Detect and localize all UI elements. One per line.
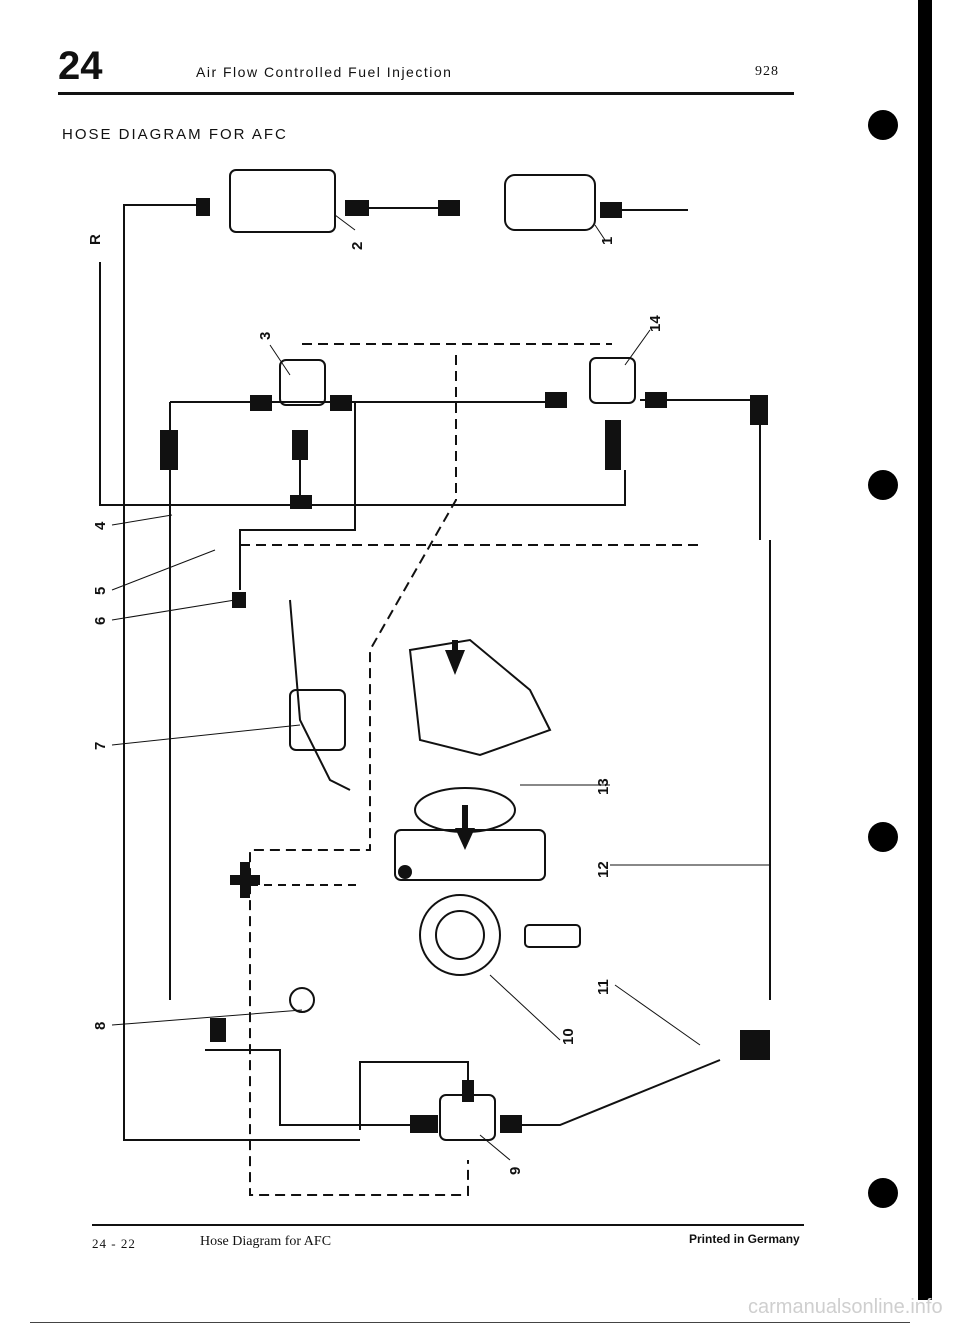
footer-rule <box>92 1224 804 1226</box>
temperature-sensor <box>289 987 315 1013</box>
callout-1: 1 <box>599 237 616 245</box>
header-rule <box>58 92 794 95</box>
callout-10: 10 <box>560 1028 577 1045</box>
printed-in: Printed in Germany <box>689 1232 800 1246</box>
return-line-r <box>99 262 124 506</box>
callout-13: 13 <box>595 778 612 795</box>
callout-14: 14 <box>647 315 664 332</box>
regulator-outlet-line <box>500 1059 721 1126</box>
pressure-regulator-left <box>279 359 326 406</box>
callout-7: 7 <box>92 742 109 750</box>
throttle-body <box>419 894 501 976</box>
fitting-filter-in <box>196 198 210 216</box>
callout-5: 5 <box>92 587 109 595</box>
injector-feed <box>239 402 356 590</box>
binder-hole-1 <box>868 110 898 140</box>
fitting-pump-in <box>600 202 622 218</box>
callout-11: 11 <box>595 979 612 995</box>
vacuum-line-main <box>249 355 469 1196</box>
fitting-right-bottom <box>740 1030 770 1060</box>
cold-start-hose <box>289 599 351 791</box>
callout-2: 2 <box>349 242 366 250</box>
callout-R: R <box>87 234 104 245</box>
model-number: 928 <box>755 64 779 79</box>
fuel-pump-body <box>504 174 596 231</box>
distribution-line <box>124 470 626 506</box>
return-line-left <box>123 204 360 1141</box>
binder-hole-2 <box>868 470 898 500</box>
idle-valve <box>524 924 581 948</box>
chapter-number: 24 <box>58 44 103 88</box>
page-number: 24 - 22 <box>92 1236 136 1251</box>
hose-elbow-left <box>160 430 178 470</box>
fitting-filter-out <box>345 200 369 216</box>
watermark-rule <box>30 1322 910 1323</box>
callout-3: 3 <box>257 332 274 340</box>
binder-hole-3 <box>868 822 898 852</box>
page-edge-bar <box>918 0 932 1300</box>
fuel-filter-body <box>229 169 336 233</box>
callout-9: 9 <box>507 1167 524 1175</box>
callout-6: 6 <box>92 617 109 625</box>
fuel-rail-right <box>640 399 761 540</box>
air-flow-arrow <box>445 650 465 675</box>
chapter-title: Air Flow Controlled Fuel Injection <box>196 64 453 80</box>
aux-air-valve <box>289 689 346 751</box>
hose-elbow-right <box>750 395 768 425</box>
fitting-pump-out <box>438 200 460 216</box>
watermark: carmanualsonline.info <box>748 1296 943 1318</box>
callout-4: 4 <box>92 521 109 530</box>
lower-line <box>205 1049 430 1126</box>
pressure-regulator-right <box>589 357 636 404</box>
callout-12: 12 <box>595 861 612 878</box>
binder-hole-4 <box>868 1178 898 1208</box>
footer-title: Hose Diagram for AFC <box>200 1234 332 1249</box>
air-flow-meter <box>408 638 552 757</box>
air-flow-arrow-lower <box>455 828 475 850</box>
callout-8: 8 <box>92 1022 109 1030</box>
page-heading: HOSE DIAGRAM FOR AFC <box>62 126 288 143</box>
